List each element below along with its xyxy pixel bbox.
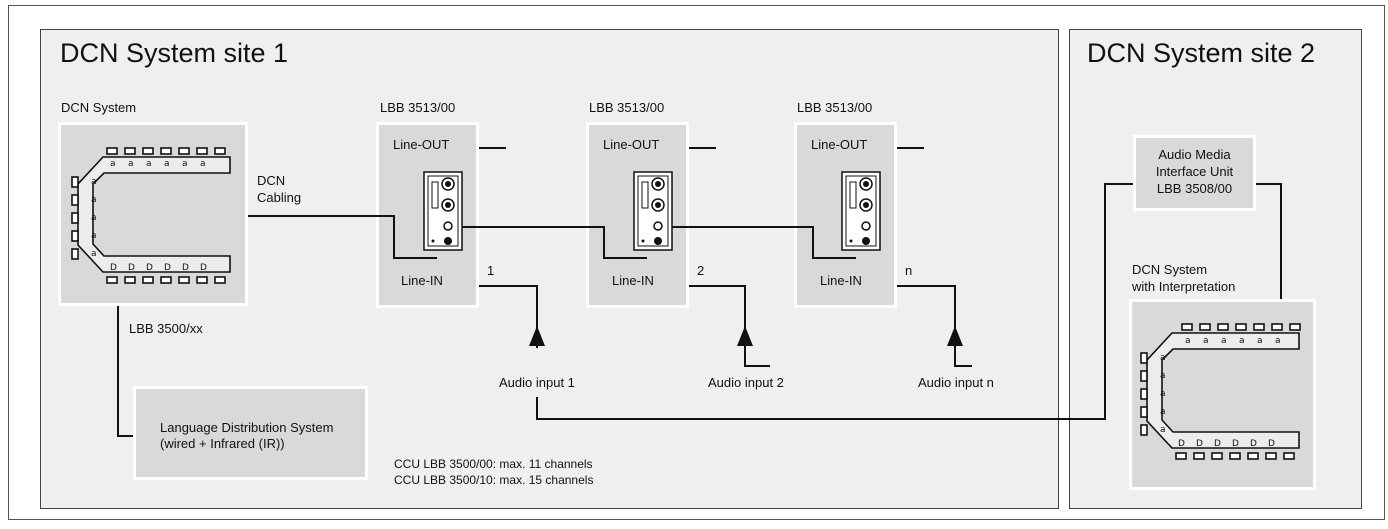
ccu-to-lds-line (117, 306, 133, 437)
language-distribution-box (133, 386, 368, 480)
connector-panel-icon (633, 171, 673, 251)
amiu-to-dcn-line (1256, 183, 1282, 299)
svg-text:a: a (1160, 425, 1166, 435)
dcn-interp-label-1: DCN System (1132, 262, 1208, 277)
svg-text:a: a (110, 159, 116, 169)
svg-text:a: a (1257, 336, 1263, 346)
dcn-cabling-line (248, 215, 437, 259)
svg-text:D: D (1196, 439, 1203, 449)
svg-text:D: D (128, 263, 135, 273)
svg-text:a: a (182, 159, 188, 169)
svg-text:D: D (1250, 439, 1257, 449)
svg-text:a: a (1185, 336, 1191, 346)
svg-text:a: a (1160, 389, 1166, 399)
svg-text:a: a (128, 159, 134, 169)
line-out-label: Line-OUT (811, 137, 868, 152)
svg-text:a: a (1160, 407, 1166, 417)
amiu-label-2: Interface Unit (1155, 164, 1234, 179)
arrow-up-icon (529, 326, 545, 346)
lds-label-1: Language Distribution System (160, 420, 334, 435)
audio-input-label: Audio input n (918, 375, 994, 390)
channel-label: 1 (487, 263, 495, 278)
svg-text:a: a (1221, 336, 1227, 346)
svg-text:D: D (1232, 439, 1239, 449)
lds-label-2: (wired + Infrared (IR)) (160, 436, 285, 451)
line-in-wire (689, 285, 770, 367)
ccu-note-1: CCU LBB 3500/00: max. 11 channels (394, 457, 593, 471)
site-2-title: DCN System site 2 (1087, 38, 1316, 68)
connector-panel-icon (841, 171, 881, 251)
svg-text:a: a (91, 177, 97, 187)
svg-text:D: D (1268, 439, 1275, 449)
line-in-label: Line-IN (612, 273, 654, 288)
channel-label: n (905, 263, 913, 278)
svg-text:a: a (91, 213, 97, 223)
svg-text:D: D (146, 263, 153, 273)
svg-text:D: D (1214, 439, 1221, 449)
daisy-chain-line-1 (461, 226, 647, 259)
svg-text:a: a (1203, 336, 1209, 346)
svg-text:D: D (182, 263, 189, 273)
svg-text:a: a (1239, 336, 1245, 346)
svg-text:a: a (91, 249, 97, 259)
svg-text:a: a (146, 159, 152, 169)
line-in-label: Line-IN (401, 273, 443, 288)
svg-text:a: a (164, 159, 170, 169)
audio-input-label: Audio input 2 (708, 375, 784, 390)
channel-label: 2 (697, 263, 705, 278)
audio-input-label: Audio input 1 (499, 375, 575, 390)
line-in-wire (897, 285, 972, 367)
unit-title: LBB 3513/00 (589, 100, 665, 115)
cabling-label-2: Cabling (257, 190, 302, 205)
line-in-label: Line-IN (820, 273, 862, 288)
svg-text:a: a (1160, 353, 1166, 363)
svg-text:D: D (164, 263, 171, 273)
svg-text:a: a (91, 231, 97, 241)
ccu-label: LBB 3500/xx (129, 321, 203, 336)
svg-text:a: a (1160, 371, 1166, 381)
svg-text:a: a (1275, 336, 1281, 346)
unit-title: LBB 3513/00 (797, 100, 873, 115)
line-out-label: Line-OUT (393, 137, 450, 152)
dcn-system-label: DCN System (61, 100, 137, 115)
svg-text:D: D (200, 263, 207, 273)
amiu-label-3: LBB 3508/00 (1156, 181, 1233, 196)
unit-title: LBB 3513/00 (380, 100, 456, 115)
audio-media-interface-box (1133, 135, 1256, 211)
daisy-chain-line-2 (671, 226, 856, 259)
cabling-label-1: DCN (257, 173, 286, 188)
arrow-up-icon (737, 326, 753, 346)
svg-text:D: D (110, 263, 117, 273)
svg-text:a: a (200, 159, 206, 169)
svg-text:a: a (91, 195, 97, 205)
connector-panel-icon (423, 171, 463, 251)
line-in-wire (479, 285, 538, 348)
ccu-note-2: CCU LBB 3500/10: max. 15 channels (394, 473, 594, 487)
dcn-interp-label-2: with Interpretation (1132, 279, 1236, 294)
site-link-line (536, 183, 1133, 420)
line-out-label: Line-OUT (603, 137, 660, 152)
svg-text:D: D (1178, 439, 1185, 449)
site-1-title: DCN System site 1 (60, 38, 289, 68)
amiu-label-1: Audio Media (1158, 147, 1231, 162)
arrow-up-icon (947, 326, 963, 346)
